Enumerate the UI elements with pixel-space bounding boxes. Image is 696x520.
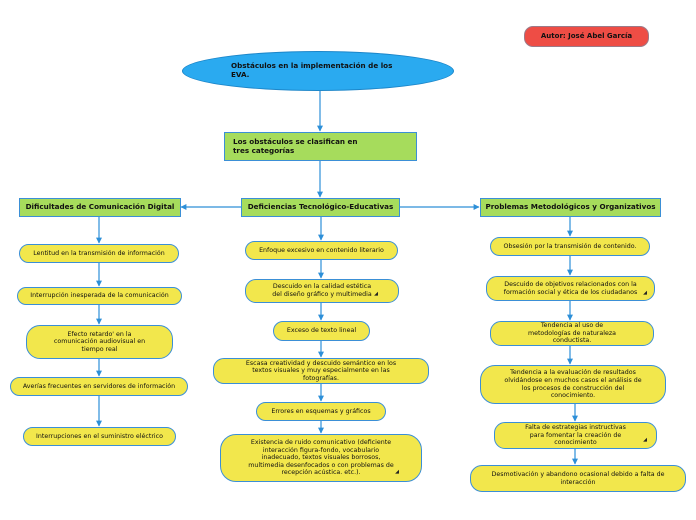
expand-triangle-icon[interactable]: ◢ xyxy=(643,437,647,443)
list-item[interactable]: Interrupciones en el suministro eléctric… xyxy=(23,427,176,446)
list-item[interactable]: Descuido en la calidad estética del dise… xyxy=(245,279,399,303)
list-item-label: Falta de estrategias instructivas para f… xyxy=(525,424,626,447)
category-heading-label: Deficiencias Tecnológico-Educativas xyxy=(247,202,394,212)
list-item[interactable]: Tendencia a la evaluación de resultados … xyxy=(480,365,666,404)
classify-label: Los obstáculos se clasifican en tres cat… xyxy=(233,136,358,155)
list-item-label: Tendencia al uso de metodologías de natu… xyxy=(527,322,617,345)
root-label: Obstáculos en la implementación de los E… xyxy=(231,61,393,79)
list-item[interactable]: Enfoque excesivo en contenido literario xyxy=(245,241,398,260)
list-item-label: Efecto retardo' en la comunicación audio… xyxy=(53,330,146,353)
list-item-label: Descuido en la calidad estética del dise… xyxy=(272,283,372,298)
list-item[interactable]: Escasa creatividad y descuido semántico … xyxy=(213,358,429,384)
list-item-label: Averías frecuentes en servidores de info… xyxy=(22,382,176,390)
list-item[interactable]: Falta de estrategias instructivas para f… xyxy=(494,422,657,449)
list-item-label: Escasa creatividad y descuido semántico … xyxy=(245,359,397,382)
list-item-label: Desmotivación y abandono ocasional debid… xyxy=(491,470,665,486)
list-item[interactable]: Exceso de texto lineal xyxy=(273,321,370,341)
list-item[interactable]: Efecto retardo' en la comunicación audio… xyxy=(26,325,173,359)
list-item[interactable]: Descuido de objetivos relacionados con l… xyxy=(486,276,655,301)
list-item[interactable]: Existencia de ruido comunicativo (defici… xyxy=(220,434,422,482)
list-item[interactable]: Averías frecuentes en servidores de info… xyxy=(10,377,188,396)
category-heading-methodology[interactable]: Problemas Metodológicos y Organizativos xyxy=(480,198,661,217)
author-badge: Autor: José Abel García xyxy=(524,26,649,47)
list-item-label: Interrupciones en el suministro eléctric… xyxy=(36,432,163,440)
category-heading-communication[interactable]: Dificultades de Comunicación Digital xyxy=(19,198,181,217)
list-item[interactable]: Interrupción inesperada de la comunicaci… xyxy=(17,287,182,305)
list-item-label: Errores en esquemas y gráficos xyxy=(271,407,371,415)
category-heading-label: Dificultades de Comunicación Digital xyxy=(25,202,175,212)
list-item-label: Exceso de texto lineal xyxy=(286,327,357,335)
list-item[interactable]: Obsesión por la transmisión de contenido… xyxy=(490,237,650,256)
expand-triangle-icon[interactable]: ◢ xyxy=(374,291,378,297)
expand-triangle-icon[interactable]: ◢ xyxy=(395,469,399,475)
list-item-label: Obsesión por la transmisión de contenido… xyxy=(503,242,637,250)
list-item[interactable]: Desmotivación y abandono ocasional debid… xyxy=(470,465,686,492)
list-item-label: Enfoque excesivo en contenido literario xyxy=(259,246,384,254)
list-item[interactable]: Lentitud en la transmisión de informació… xyxy=(19,244,179,263)
expand-triangle-icon[interactable]: ◢ xyxy=(643,290,647,296)
list-item-label: Descuido de objetivos relacionados con l… xyxy=(503,280,638,296)
root-node[interactable]: Obstáculos en la implementación de los E… xyxy=(182,51,454,91)
list-item-label: Interrupción inesperada de la comunicaci… xyxy=(30,292,169,300)
list-item[interactable]: Errores en esquemas y gráficos xyxy=(256,402,386,421)
list-item-label: Lentitud en la transmisión de informació… xyxy=(33,249,165,257)
author-label: Autor: José Abel García xyxy=(540,32,633,41)
classify-node[interactable]: Los obstáculos se clasifican en tres cat… xyxy=(224,132,417,161)
category-heading-technology[interactable]: Deficiencias Tecnológico-Educativas xyxy=(241,198,400,217)
list-item[interactable]: Tendencia al uso de metodologías de natu… xyxy=(490,321,654,346)
list-item-label: Existencia de ruido comunicativo (defici… xyxy=(248,439,394,477)
list-item-label: Tendencia a la evaluación de resultados … xyxy=(504,369,642,400)
category-heading-label: Problemas Metodológicos y Organizativos xyxy=(485,202,656,212)
